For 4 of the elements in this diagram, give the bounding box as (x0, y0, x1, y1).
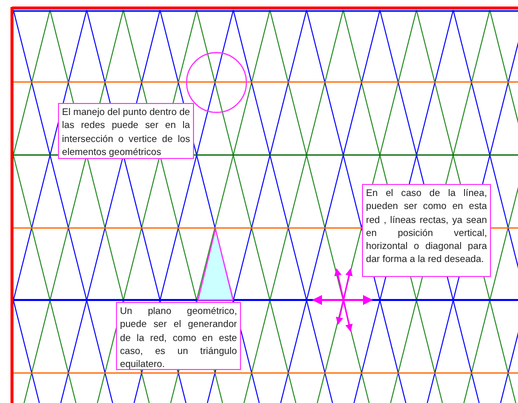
text-box: Un plano geométrico, puede ser el generandor de la red, como en este caso, es un triángulo equilatero. (116, 302, 241, 370)
triangle-shape (197, 228, 234, 301)
text-box: El manejo del punto dentro de las redes puede ser en la intersección o vertice de los elementos geométricos (58, 103, 194, 159)
text-box: En el caso de la línea, pueden ser como en esta red , líneas rectas, ya sean en posición vertical, horizontal o diagonal para dar forma a la red deseada. (362, 184, 491, 277)
